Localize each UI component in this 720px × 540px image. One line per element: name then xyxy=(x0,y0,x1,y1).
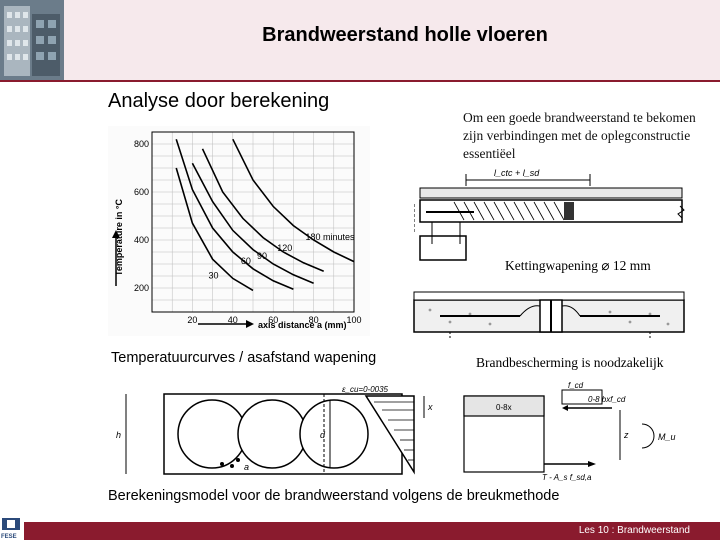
fese-logo: FESE xyxy=(1,518,20,540)
series-line xyxy=(201,148,325,272)
slide-title: Brandweerstand holle vloeren xyxy=(262,24,548,46)
series-line xyxy=(175,167,254,292)
y-tick-label: 800 xyxy=(134,139,149,149)
breaking-model-diagram: a h d ε_cu=0-0035 x 0-8x f_cd 0-8 bxf_cd… xyxy=(116,381,676,482)
footer-text: Les 10 : Brandweerstand xyxy=(578,525,690,536)
x-axis-label: axis distance a (mm) xyxy=(258,320,347,330)
temperature-chart: 20 40 60 80 100 200 400 600 800 30 60 90 120 180 min… xyxy=(108,126,370,336)
fcd-label: f_cd xyxy=(568,381,584,390)
y-tick-label: 200 xyxy=(134,283,149,293)
breaking-method-caption: Berekeningsmodel voor de brandweerstand … xyxy=(108,488,560,504)
top-force-label: 0-8 bxf_cd xyxy=(588,395,626,404)
plot-frame xyxy=(151,131,355,313)
connection-note: Om een goede brandweerstand te bekomen z… xyxy=(463,110,696,161)
dim-x-label: x xyxy=(427,402,433,412)
series-line xyxy=(175,138,294,290)
y-arrowhead xyxy=(112,230,120,238)
x-tick-label: 40 xyxy=(228,315,238,325)
curve-label: 60 xyxy=(241,256,251,266)
series-line xyxy=(232,138,355,263)
dim-d-label: d xyxy=(320,430,326,440)
series-line xyxy=(191,162,314,284)
chart-curves xyxy=(175,138,355,292)
building-photo xyxy=(0,0,64,80)
fese-logo-text: FESE xyxy=(1,534,17,540)
footer-bar xyxy=(24,522,720,540)
x-tick-label: 60 xyxy=(268,315,278,325)
dim-a-label: a xyxy=(244,462,249,472)
chart-curve-labels: 30 60 90 120 180 minutes xyxy=(209,232,355,280)
curve-label: 120 xyxy=(277,243,292,253)
fire-protection-caption: Brandbescherming is noodzakelijk xyxy=(476,355,664,370)
y-tick-label: 400 xyxy=(134,235,149,245)
force-c-label: 0-8x xyxy=(496,403,512,412)
temperature-curves-caption: Temperatuurcurves / asafstand wapening xyxy=(111,350,377,366)
fire-protection-diagram xyxy=(413,291,685,338)
x-tick-label: 100 xyxy=(346,315,361,325)
section-subtitle: Analyse door berekening xyxy=(108,90,330,112)
x-tick-label: 80 xyxy=(309,315,319,325)
joint-length-label: l_ctc + l_sd xyxy=(494,168,540,178)
curve-label: 30 xyxy=(209,270,219,280)
x-arrowhead xyxy=(246,320,254,328)
dim-h-label: h xyxy=(116,430,121,440)
dim-z-label: z xyxy=(623,430,629,440)
chart-ticks: 20 40 60 80 100 200 400 600 800 xyxy=(134,139,362,325)
y-tick-label: 600 xyxy=(134,187,149,197)
x-tick-label: 20 xyxy=(187,315,197,325)
tension-label: T - A_s f_sd,a xyxy=(542,473,592,482)
curve-label: 180 minutes xyxy=(306,232,356,242)
slide-header xyxy=(0,0,720,82)
chain-reinforcement-caption: Kettingwapening ⌀ 12 mm xyxy=(505,258,651,273)
curve-label: 90 xyxy=(257,251,267,261)
moment-label: M_u xyxy=(658,432,676,442)
strain-label: ε_cu=0-0035 xyxy=(342,385,389,394)
joint-diagram: l_ctc + l_sd xyxy=(414,168,685,261)
